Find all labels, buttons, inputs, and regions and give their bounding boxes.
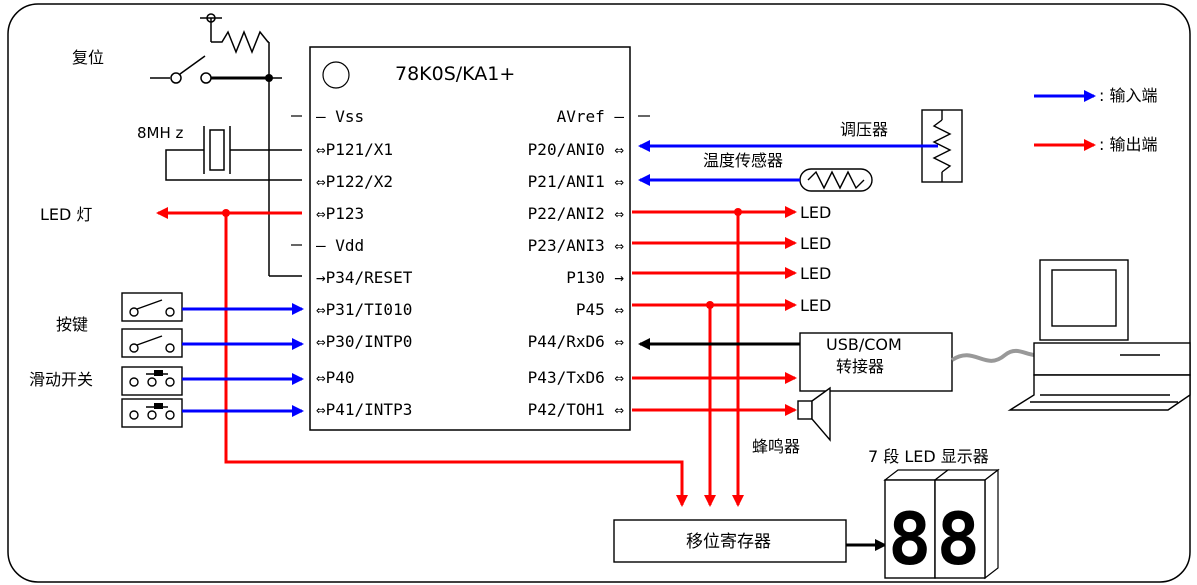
usb-cable xyxy=(950,348,1047,363)
right-output-wires xyxy=(632,206,797,507)
seven-seg-display: 88 xyxy=(883,468,1000,581)
keys-label: 按键 xyxy=(56,315,88,334)
usb-com-box xyxy=(799,332,953,392)
shift-register-box xyxy=(613,519,847,563)
key-switches xyxy=(121,292,183,428)
buzzer xyxy=(797,386,831,442)
buzzer-label: 蜂鸣器 xyxy=(752,437,800,456)
pin-p41: ⇔P41/INTP3 xyxy=(316,400,412,419)
pin-p30: ⇔P30/INTP0 xyxy=(316,332,412,351)
temp-sensor xyxy=(799,168,873,192)
pin-p34: →P34/RESET xyxy=(316,268,413,287)
right-pin-labels: AVref — P20/ANI0 ⇔ P21/ANI1 ⇔ P22/ANI2 ⇔… xyxy=(528,107,625,419)
usb-com-label-1: USB/COM xyxy=(826,335,902,354)
shift-register-label: 移位寄存器 xyxy=(686,532,771,552)
left-pin-labels: — Vss ⇔P121/X1 ⇔P122/X2 ⇔P123 — Vdd →P34… xyxy=(316,107,413,419)
led-label-2: LED xyxy=(800,234,831,253)
outer-frame xyxy=(7,3,1191,583)
reset-node xyxy=(265,74,273,82)
chip-notch xyxy=(322,61,350,89)
pin-p44: P44/RxD6 ⇔ xyxy=(528,332,625,351)
potentiometer-label: 调压器 xyxy=(840,120,888,139)
led-label-3: LED xyxy=(800,264,831,283)
seven-seg-label: 7 段 LED 显示器 xyxy=(868,447,989,466)
led-lamp-label: LED 灯 xyxy=(40,205,92,224)
reset-label: 复位 xyxy=(72,48,104,67)
crystal-label: 8MH z xyxy=(137,124,184,142)
pin-vss: — Vss xyxy=(316,107,364,126)
led-lamp-node xyxy=(222,209,230,217)
pin-p121: ⇔P121/X1 xyxy=(316,140,393,159)
slide-switch-label: 滑动开关 xyxy=(29,370,93,389)
pin-p31: ⇔P31/TI010 xyxy=(316,300,412,319)
pin-p123: ⇔P123 xyxy=(316,204,364,223)
temp-sensor-label: 温度传感器 xyxy=(703,151,783,170)
pin-p42: P42/TOH1 ⇔ xyxy=(528,400,625,419)
pin-p45: P45 ⇔ xyxy=(576,300,625,319)
left-input-wires xyxy=(182,303,304,417)
pin-p130: P130 → xyxy=(566,268,624,287)
pin-p22: P22/ANI2 ⇔ xyxy=(528,204,625,223)
legend: : 输入端 : 输出端 xyxy=(1034,86,1157,154)
pin-p40: ⇔P40 xyxy=(316,368,355,387)
pin-vdd: — Vdd xyxy=(316,236,364,255)
legend-output: : 输出端 xyxy=(1099,135,1157,154)
led-label-1: LED xyxy=(800,203,831,222)
pin-avref: AVref — xyxy=(557,107,625,126)
pin-p20: P20/ANI0 ⇔ xyxy=(528,140,625,159)
legend-input: : 输入端 xyxy=(1099,86,1157,105)
chip-name: 78K0S/KA1+ xyxy=(395,63,515,85)
led-label-4: LED xyxy=(800,296,831,315)
crystal xyxy=(165,126,302,181)
usb-com-label-2: 转接器 xyxy=(836,357,884,376)
pin-p23: P23/ANI3 ⇔ xyxy=(528,236,625,255)
pin-p21: P21/ANI1 ⇔ xyxy=(528,172,625,191)
power-dashes xyxy=(291,115,650,246)
pin-p43: P43/TxD6 ⇔ xyxy=(528,368,625,387)
pin-p122: ⇔P122/X2 xyxy=(316,172,393,191)
chip-body xyxy=(309,46,631,431)
computer xyxy=(1007,259,1191,411)
